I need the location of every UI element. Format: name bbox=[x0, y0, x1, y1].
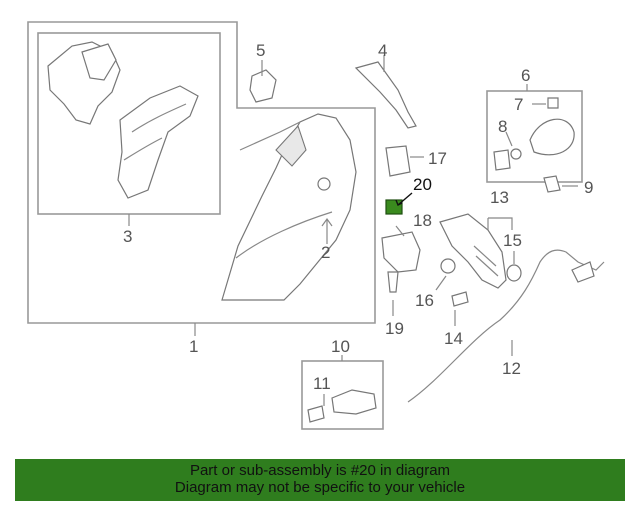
callout-6: 6 bbox=[521, 66, 530, 85]
bracket-part-5 bbox=[249, 60, 277, 103]
callout-10: 10 bbox=[331, 337, 350, 356]
callout-2: 2 bbox=[321, 243, 330, 262]
highlighted-part-20 bbox=[385, 192, 413, 215]
banner-line-1: Part or sub-assembly is #20 in diagram bbox=[189, 462, 451, 479]
assembly-frame-1 bbox=[27, 21, 376, 324]
callout-14: 14 bbox=[444, 329, 463, 348]
pocket-part-17 bbox=[385, 145, 424, 177]
callout-3: 3 bbox=[123, 227, 132, 246]
nut-part-16 bbox=[435, 258, 456, 291]
quarter-panel-part-2 bbox=[221, 113, 357, 301]
callout-19: 19 bbox=[385, 319, 404, 338]
inner-wheelhouse-part-3 bbox=[47, 41, 199, 199]
callout-16: 16 bbox=[415, 291, 434, 310]
callout-4: 4 bbox=[378, 41, 387, 60]
callout-15: 15 bbox=[503, 231, 522, 250]
assembly-frame-6 bbox=[486, 90, 583, 183]
fuel-door-parts-6 bbox=[493, 97, 575, 171]
callout-12: 12 bbox=[502, 359, 521, 378]
actuator-parts-10 bbox=[307, 389, 377, 423]
bolt-part-9 bbox=[543, 175, 578, 193]
release-cable-part-12 bbox=[407, 249, 605, 403]
clip-part-19 bbox=[387, 271, 399, 316]
callout-11: 11 bbox=[313, 374, 331, 393]
callout-1: 1 bbox=[189, 337, 198, 356]
bracket-part-18 bbox=[381, 225, 421, 273]
callout-13: 13 bbox=[490, 188, 509, 207]
info-banner: Part or sub-assembly is #20 in diagram D… bbox=[15, 459, 625, 501]
fuel-filler-housing-part-13 bbox=[439, 213, 513, 289]
callout-20: 20 bbox=[413, 175, 432, 194]
banner-line-2: Diagram may not be specific to your vehi… bbox=[174, 479, 466, 496]
callout-5: 5 bbox=[256, 41, 265, 60]
callout-18: 18 bbox=[413, 211, 432, 230]
screw-part-14 bbox=[451, 291, 469, 326]
callout-17: 17 bbox=[428, 149, 447, 168]
callout-8: 8 bbox=[498, 117, 507, 136]
callout-7: 7 bbox=[514, 95, 523, 114]
extension-part-4 bbox=[354, 55, 417, 129]
seal-part-15 bbox=[506, 251, 522, 282]
callout-9: 9 bbox=[584, 178, 593, 197]
parts-diagram: 1 2 3 4 5 6 7 8 9 10 11 12 13 14 15 16 1… bbox=[27, 21, 605, 430]
